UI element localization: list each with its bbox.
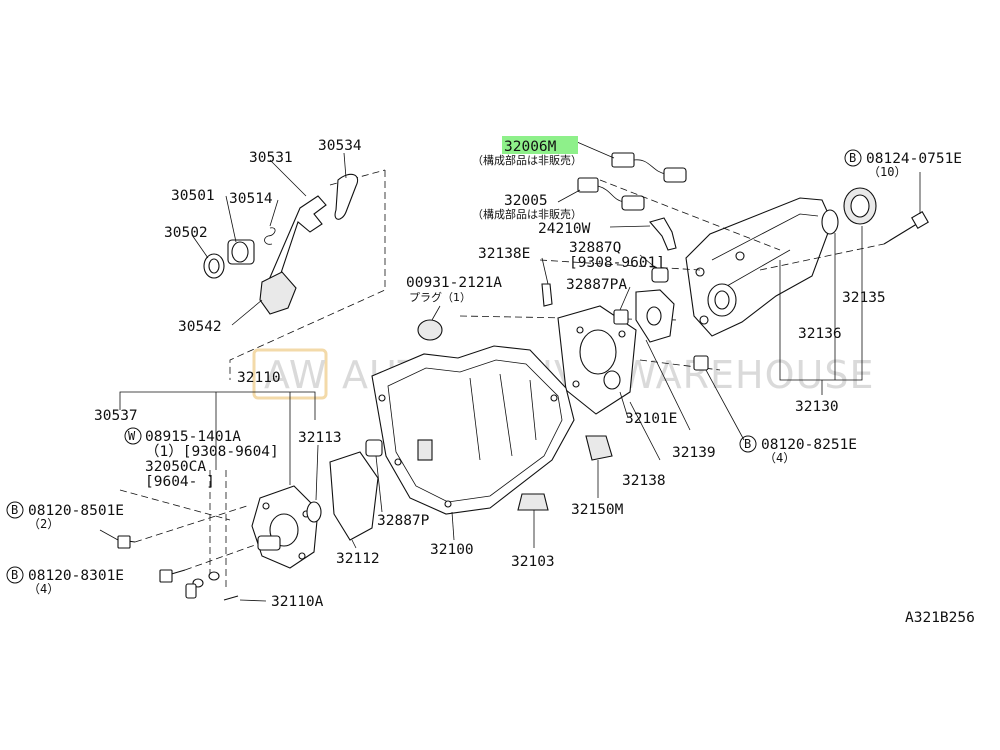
rear-extension-housing xyxy=(685,172,929,395)
washer-w-icon: W xyxy=(128,429,136,443)
transmission-case xyxy=(365,305,613,548)
label-32138E: 32138E xyxy=(478,246,530,262)
label-30542: 30542 xyxy=(178,319,222,335)
release-bearing xyxy=(227,239,255,265)
label-32887P: 32887P xyxy=(377,513,430,529)
bolt-b-icon: B xyxy=(744,437,751,451)
label-32887Q-date: [9308-9601] xyxy=(569,255,665,271)
label-08120-8501: 08120-8501E xyxy=(28,503,124,519)
label-32887PA: 32887PA xyxy=(566,277,627,293)
bolt-symbol-08120-8251: B xyxy=(739,435,757,453)
label-32130: 32130 xyxy=(795,399,839,415)
label-32103: 32103 xyxy=(511,554,555,570)
label-08120-8301: 08120-8301E xyxy=(28,568,124,584)
highlight-32006M xyxy=(502,136,578,154)
label-32110A: 32110A xyxy=(271,594,324,610)
label-32136: 32136 xyxy=(798,326,842,342)
label-08124: 08124-0751E xyxy=(866,151,962,167)
watermark-logo: AW xyxy=(264,353,328,397)
label-32005-note: （構成部品は非販売） xyxy=(472,207,582,221)
label-32887Q: 32887Q xyxy=(569,240,621,256)
label-08120-8301-qty: （4） xyxy=(28,582,59,596)
label-08120-8251-qty: （4） xyxy=(764,451,795,465)
label-32138: 32138 xyxy=(622,473,666,489)
label-30537: 30537 xyxy=(94,408,138,424)
bolt-b-icon: B xyxy=(11,568,18,582)
label-30531: 30531 xyxy=(249,150,293,166)
label-32150M: 32150M xyxy=(571,502,624,518)
label-00931: 00931-2121A xyxy=(406,275,502,291)
label-08124-qty: （10） xyxy=(868,165,906,179)
label-30502: 30502 xyxy=(164,225,208,241)
label-32005: 32005 xyxy=(504,193,548,209)
label-30514: 30514 xyxy=(229,191,273,207)
label-32139: 32139 xyxy=(672,445,716,461)
label-32100: 32100 xyxy=(430,542,474,558)
label-30534: 30534 xyxy=(318,138,362,154)
label-32006M: 32006M xyxy=(504,139,557,155)
label-30501: 30501 xyxy=(171,188,215,204)
label-32050CA: 32050CA xyxy=(145,459,206,475)
label-32101E: 32101E xyxy=(625,411,677,427)
adapter-plate xyxy=(541,254,745,461)
label-32110: 32110 xyxy=(237,370,281,386)
label-32050CA-date: [9604- ] xyxy=(145,474,215,490)
switch-wiring xyxy=(557,141,687,251)
label-32112: 32112 xyxy=(336,551,380,567)
diagram-id: A321B256 xyxy=(905,610,975,626)
label-08120-8251: 08120-8251E xyxy=(761,437,857,453)
bolt-symbol-08124: B xyxy=(844,149,862,167)
label-00931-note: プラグ（1） xyxy=(409,290,471,304)
shift-fork-group xyxy=(191,152,386,380)
bolt-symbol-08120-8301: B xyxy=(6,566,24,584)
washer-symbol-08915: W xyxy=(124,427,142,445)
label-32006M-note: （構成部品は非販売） xyxy=(472,153,582,167)
label-32135: 32135 xyxy=(842,290,886,306)
bolt-symbol-08120-8501: B xyxy=(6,501,24,519)
bolt-b-icon: B xyxy=(11,503,18,517)
bolt-b-icon: B xyxy=(849,151,856,165)
label-08915-qty: （1）[9308-9604] xyxy=(145,443,279,460)
label-08120-8501-qty: （2） xyxy=(28,517,59,531)
label-08915: 08915-1401A xyxy=(145,429,241,445)
label-24210W: 24210W xyxy=(538,221,591,237)
front-cover-group xyxy=(99,391,379,602)
label-32113: 32113 xyxy=(298,430,342,446)
